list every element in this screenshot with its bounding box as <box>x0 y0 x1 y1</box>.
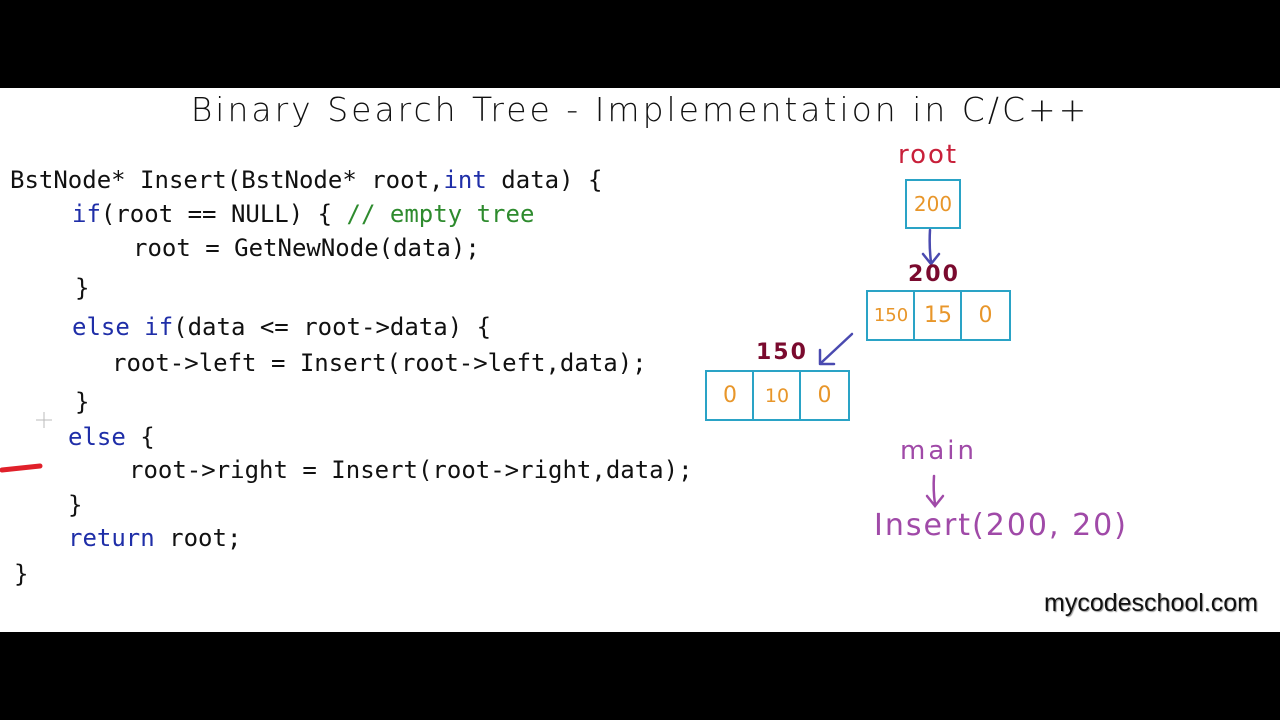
arrow-icon <box>925 474 945 509</box>
insert-call: Insert(200, 20) <box>874 508 1128 543</box>
code-line-2: if(root == NULL) { // empty tree <box>72 200 534 228</box>
code-line-8: else { <box>68 423 155 451</box>
code-keyword: else <box>68 423 126 451</box>
code-keyword: int <box>443 166 487 194</box>
node-200-left: 150 <box>873 305 909 326</box>
main-label: main <box>900 436 977 466</box>
code-keyword: else <box>72 313 130 341</box>
node-200: 150 15 0 <box>866 290 1011 341</box>
arrow-icon <box>921 228 941 267</box>
code-text: { <box>125 423 155 451</box>
code-text: (root == NULL) { <box>100 200 347 228</box>
node-150: 0 10 0 <box>705 370 850 421</box>
code-line-7: } <box>75 388 90 416</box>
code-line-3: root = GetNewNode(data); <box>133 234 480 262</box>
code-block: BstNode* Insert(BstNode* root,int data) … <box>0 88 693 588</box>
cell-divider <box>799 372 801 419</box>
whiteboard: Binary Search Tree - Implementation in C… <box>0 88 1280 632</box>
pen-mark <box>0 463 43 473</box>
code-line-12: } <box>14 560 29 588</box>
code-text: root; <box>154 524 242 552</box>
root-label: root <box>898 140 959 170</box>
code-line-4: } <box>75 274 90 302</box>
code-line-6: root->left = Insert(root->left,data); <box>112 349 647 377</box>
node-150-label: 150 <box>756 340 808 365</box>
code-text: (data <= root->data) { <box>173 313 492 341</box>
code-line-1: BstNode* Insert(BstNode* root,int data) … <box>10 166 602 194</box>
code-line-5: else if(data <= root->data) { <box>72 313 491 341</box>
cell-divider <box>752 372 754 419</box>
cursor-icon <box>36 412 52 428</box>
code-line-11: return root; <box>68 524 241 552</box>
code-keyword: if <box>144 313 174 341</box>
node-200-data: 15 <box>924 303 952 328</box>
code-comment: // empty tree <box>346 200 535 228</box>
cell-divider <box>960 292 962 339</box>
code-text: data) { <box>486 166 603 194</box>
node-200-label: 200 <box>908 262 960 287</box>
node-150-right: 0 <box>817 383 832 408</box>
code-keyword: if <box>72 200 101 228</box>
code-line-9: root->right = Insert(root->right,data); <box>129 456 693 484</box>
code-text <box>130 313 144 341</box>
arrow-icon <box>818 332 854 366</box>
page-title: Binary Search Tree - Implementation in C… <box>190 90 1090 129</box>
cell-divider <box>913 292 915 339</box>
code-keyword: return <box>68 524 155 552</box>
node-150-left: 0 <box>723 383 737 408</box>
code-line-10: } <box>68 491 83 519</box>
root-value: 200 <box>913 192 953 216</box>
code-text: BstNode* Insert(BstNode* root, <box>10 166 444 194</box>
brand-logo: mycodeschool.com <box>1044 589 1258 617</box>
node-150-data: 10 <box>764 384 790 407</box>
node-200-right: 0 <box>978 303 993 328</box>
root-box: 200 <box>905 179 961 229</box>
